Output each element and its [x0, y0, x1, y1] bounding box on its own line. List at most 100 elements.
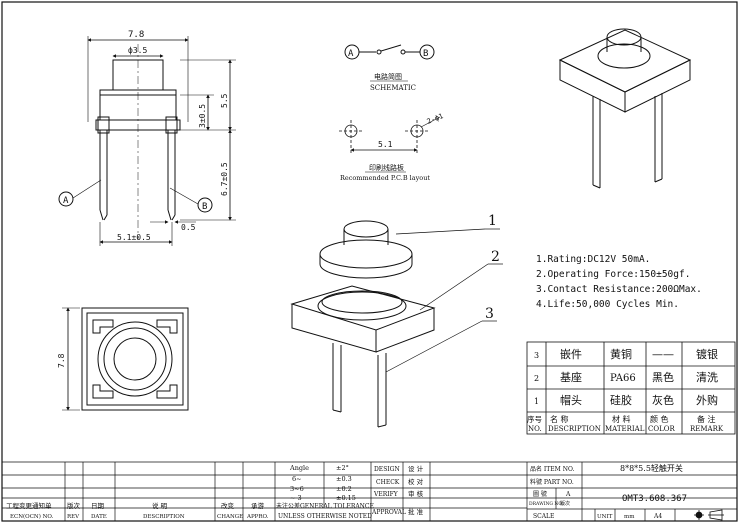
desc-label-cn: 说 明 — [152, 501, 168, 510]
bottom-view — [62, 307, 189, 411]
item-label: 品名 ITEM NO. — [530, 465, 575, 473]
bom-header-no-cn: 序号 — [527, 414, 542, 424]
schematic-title-cn: 电路简图 — [374, 72, 402, 81]
dim-height-total: 5.5 — [220, 93, 229, 108]
callout-2: 2 — [491, 249, 500, 265]
dim-pin-width: 0.5 — [181, 223, 196, 232]
bom-name: 嵌件 — [560, 348, 582, 361]
date-label-en: DATE — [91, 514, 107, 520]
unit-label: UNIT — [597, 514, 613, 520]
schematic-terminal-a: A — [348, 49, 354, 59]
spec-life: 4.Life:50,000 Cycles Min. — [536, 299, 679, 310]
schematic-title-en: SCHEMATIC — [370, 84, 416, 92]
tol-range-2: 3~6 — [290, 485, 304, 493]
check-label-en: CHECK — [376, 479, 400, 486]
drawing-label-cn: 圖 號 — [533, 490, 547, 498]
ecn-label-cn: 工程变更通知单 — [6, 501, 52, 510]
bom-name: 基座 — [560, 370, 582, 384]
title-block-grid — [2, 461, 737, 521]
pcb-title-en: Recommended P.C.B layout — [340, 174, 430, 182]
tol-angle: ±2° — [336, 464, 349, 472]
pcb-hole-label: 2-ф1 — [426, 112, 445, 126]
bom-header-color-cn: 颜 色 — [650, 414, 669, 424]
unit-value: mm — [624, 514, 635, 520]
tol-value-2: ±0.2 — [336, 485, 352, 493]
terminal-a-label: A — [63, 196, 69, 206]
part-label: 料號 PART NO. — [530, 478, 574, 486]
drawing-label-en: DRAWING NO. — [529, 501, 564, 507]
drawing-rev: A — [565, 491, 571, 498]
schematic — [344, 44, 435, 60]
projection-symbol-icon — [694, 509, 724, 521]
bom-header-color-en: COLOR — [648, 425, 675, 433]
bom-header-remark-en: REMARK — [690, 425, 724, 433]
bom-color: —— — [652, 348, 674, 361]
dim-pin-spacing: 5.1±0.5 — [117, 233, 151, 242]
scale-label: SCALE — [533, 513, 554, 520]
bom-header: 序号 NO. 名 称 DESCRIPTION 材 料 MATERIAL 颜 色 … — [527, 414, 724, 433]
bom-name: 帽头 — [560, 394, 582, 407]
dim-bottom-width: 7.8 — [57, 353, 66, 368]
bom-header-remark-cn: 备 注 — [697, 414, 716, 424]
bom-color: 灰色 — [652, 393, 674, 407]
pcb-title-cn: 印刷线路板 — [369, 163, 404, 172]
bom-material: 黄铜 — [610, 347, 632, 361]
bom-remark: 外购 — [696, 393, 718, 407]
bom-header-material-cn: 材 料 — [612, 414, 631, 424]
spec-contact-resistance: 3.Contact Resistance:200ΩMax. — [536, 284, 702, 295]
dim-height-button: 3±0.5 — [198, 104, 207, 128]
drawing-number: OMT3.608.367 — [622, 494, 687, 504]
date-label-cn: 日期 — [91, 502, 105, 510]
appr-label-cn: 承游 — [251, 501, 265, 510]
tol-range-3: ~ 3 — [290, 494, 302, 502]
desc-label-en: DESCRIPTION — [143, 514, 185, 520]
size-value: A4 — [653, 513, 662, 520]
schematic-terminal-b: B — [423, 49, 428, 59]
bom-no: 1 — [534, 397, 539, 406]
bom-material: PA66 — [610, 373, 636, 384]
design-label-cn: 设 计 — [408, 464, 424, 473]
verify-label-en: VERIFY — [373, 491, 399, 498]
bom-remark: 清洗 — [696, 371, 718, 384]
change-label-cn: 改变 — [221, 501, 235, 510]
change-label-en: CHANGE — [217, 514, 243, 520]
bom-row-3: 3 嵌件 黄铜 —— 镀银 — [534, 347, 718, 361]
approval-label-cn: 批 准 — [408, 507, 424, 516]
isometric-view — [558, 28, 692, 189]
tol-value-1: ±0.3 — [336, 475, 352, 483]
approval-label-en: APPROVAL — [371, 509, 406, 516]
pcb-layout — [339, 116, 441, 155]
dim-pin-length: 6.7±0.5 — [220, 162, 229, 196]
tol-angle-label: Angle — [289, 464, 309, 472]
item-value: 8*8*5.5轻触开关 — [620, 463, 683, 473]
bom-header-name-cn: 名 称 — [550, 414, 569, 424]
ecn-label-en: ECN(OCN) NO. — [10, 513, 54, 520]
spec-operating-force: 2.Operating Force:150±50gf. — [536, 269, 690, 280]
bom-header-material-en: MATERIAL — [605, 425, 645, 433]
exploded-view — [290, 220, 503, 428]
side-view — [58, 36, 236, 246]
bom-row-1: 1 帽头 硅胶 灰色 外购 — [534, 393, 718, 407]
rev-label-en: REV — [67, 514, 80, 520]
tol-value-3: ±0.15 — [336, 494, 356, 502]
bom-no: 2 — [534, 374, 539, 383]
check-label-cn: 校 对 — [408, 477, 424, 486]
verify-label-cn: 审 核 — [408, 489, 424, 498]
callout-3: 3 — [485, 306, 494, 322]
pcb-spacing: 5.1 — [378, 140, 393, 149]
tolerance-note-2: UNLESS OTHERWISE NOTED — [278, 513, 372, 520]
design-label-en: DESIGN — [374, 466, 400, 473]
bom-remark: 镀银 — [696, 347, 718, 361]
tolerance-note-1: 未注公差GENERAL TOLERANCE — [276, 502, 374, 510]
callout-1: 1 — [488, 213, 497, 229]
tol-range-1: 6~ — [292, 475, 302, 483]
dim-width: 7.8 — [128, 30, 144, 40]
spec-rating: 1.Rating:DC12V 50mA. — [536, 254, 650, 265]
bom-row-2: 2 基座 PA66 黑色 清洗 — [534, 370, 718, 384]
bom-header-no-en: NO. — [528, 425, 542, 433]
rev-label-cn: 版次 — [67, 501, 81, 510]
bom-no: 3 — [534, 351, 539, 360]
terminal-b-label: B — [202, 202, 207, 212]
